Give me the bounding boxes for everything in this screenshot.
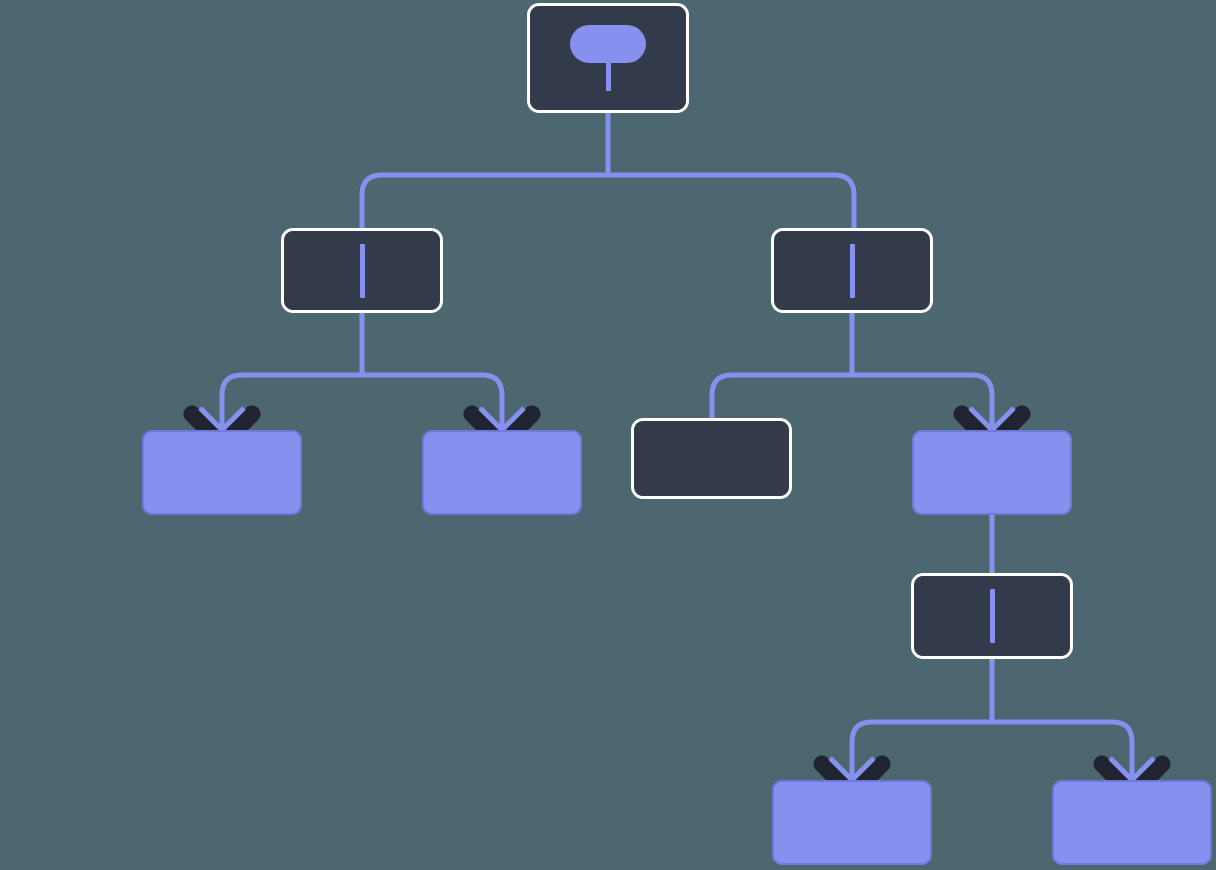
node-l3-b[interactable] — [422, 430, 582, 515]
node-l2-right[interactable] — [771, 228, 933, 313]
node-l3-d[interactable] — [912, 430, 1072, 515]
pin-stem — [605, 59, 611, 91]
node-l2-left[interactable] — [281, 228, 443, 313]
node-l4[interactable] — [911, 573, 1073, 659]
vertical-bar-icon — [849, 243, 855, 298]
node-l3-a[interactable] — [142, 430, 302, 515]
node-l5-a[interactable] — [772, 780, 932, 865]
vertical-bar-icon — [989, 589, 995, 643]
pin-head — [570, 25, 646, 63]
vertical-bar-icon — [359, 243, 365, 298]
node-root[interactable] — [527, 3, 689, 113]
node-l3-c[interactable] — [631, 418, 792, 499]
pin-icon — [570, 25, 646, 91]
node-l5-b[interactable] — [1052, 780, 1212, 865]
